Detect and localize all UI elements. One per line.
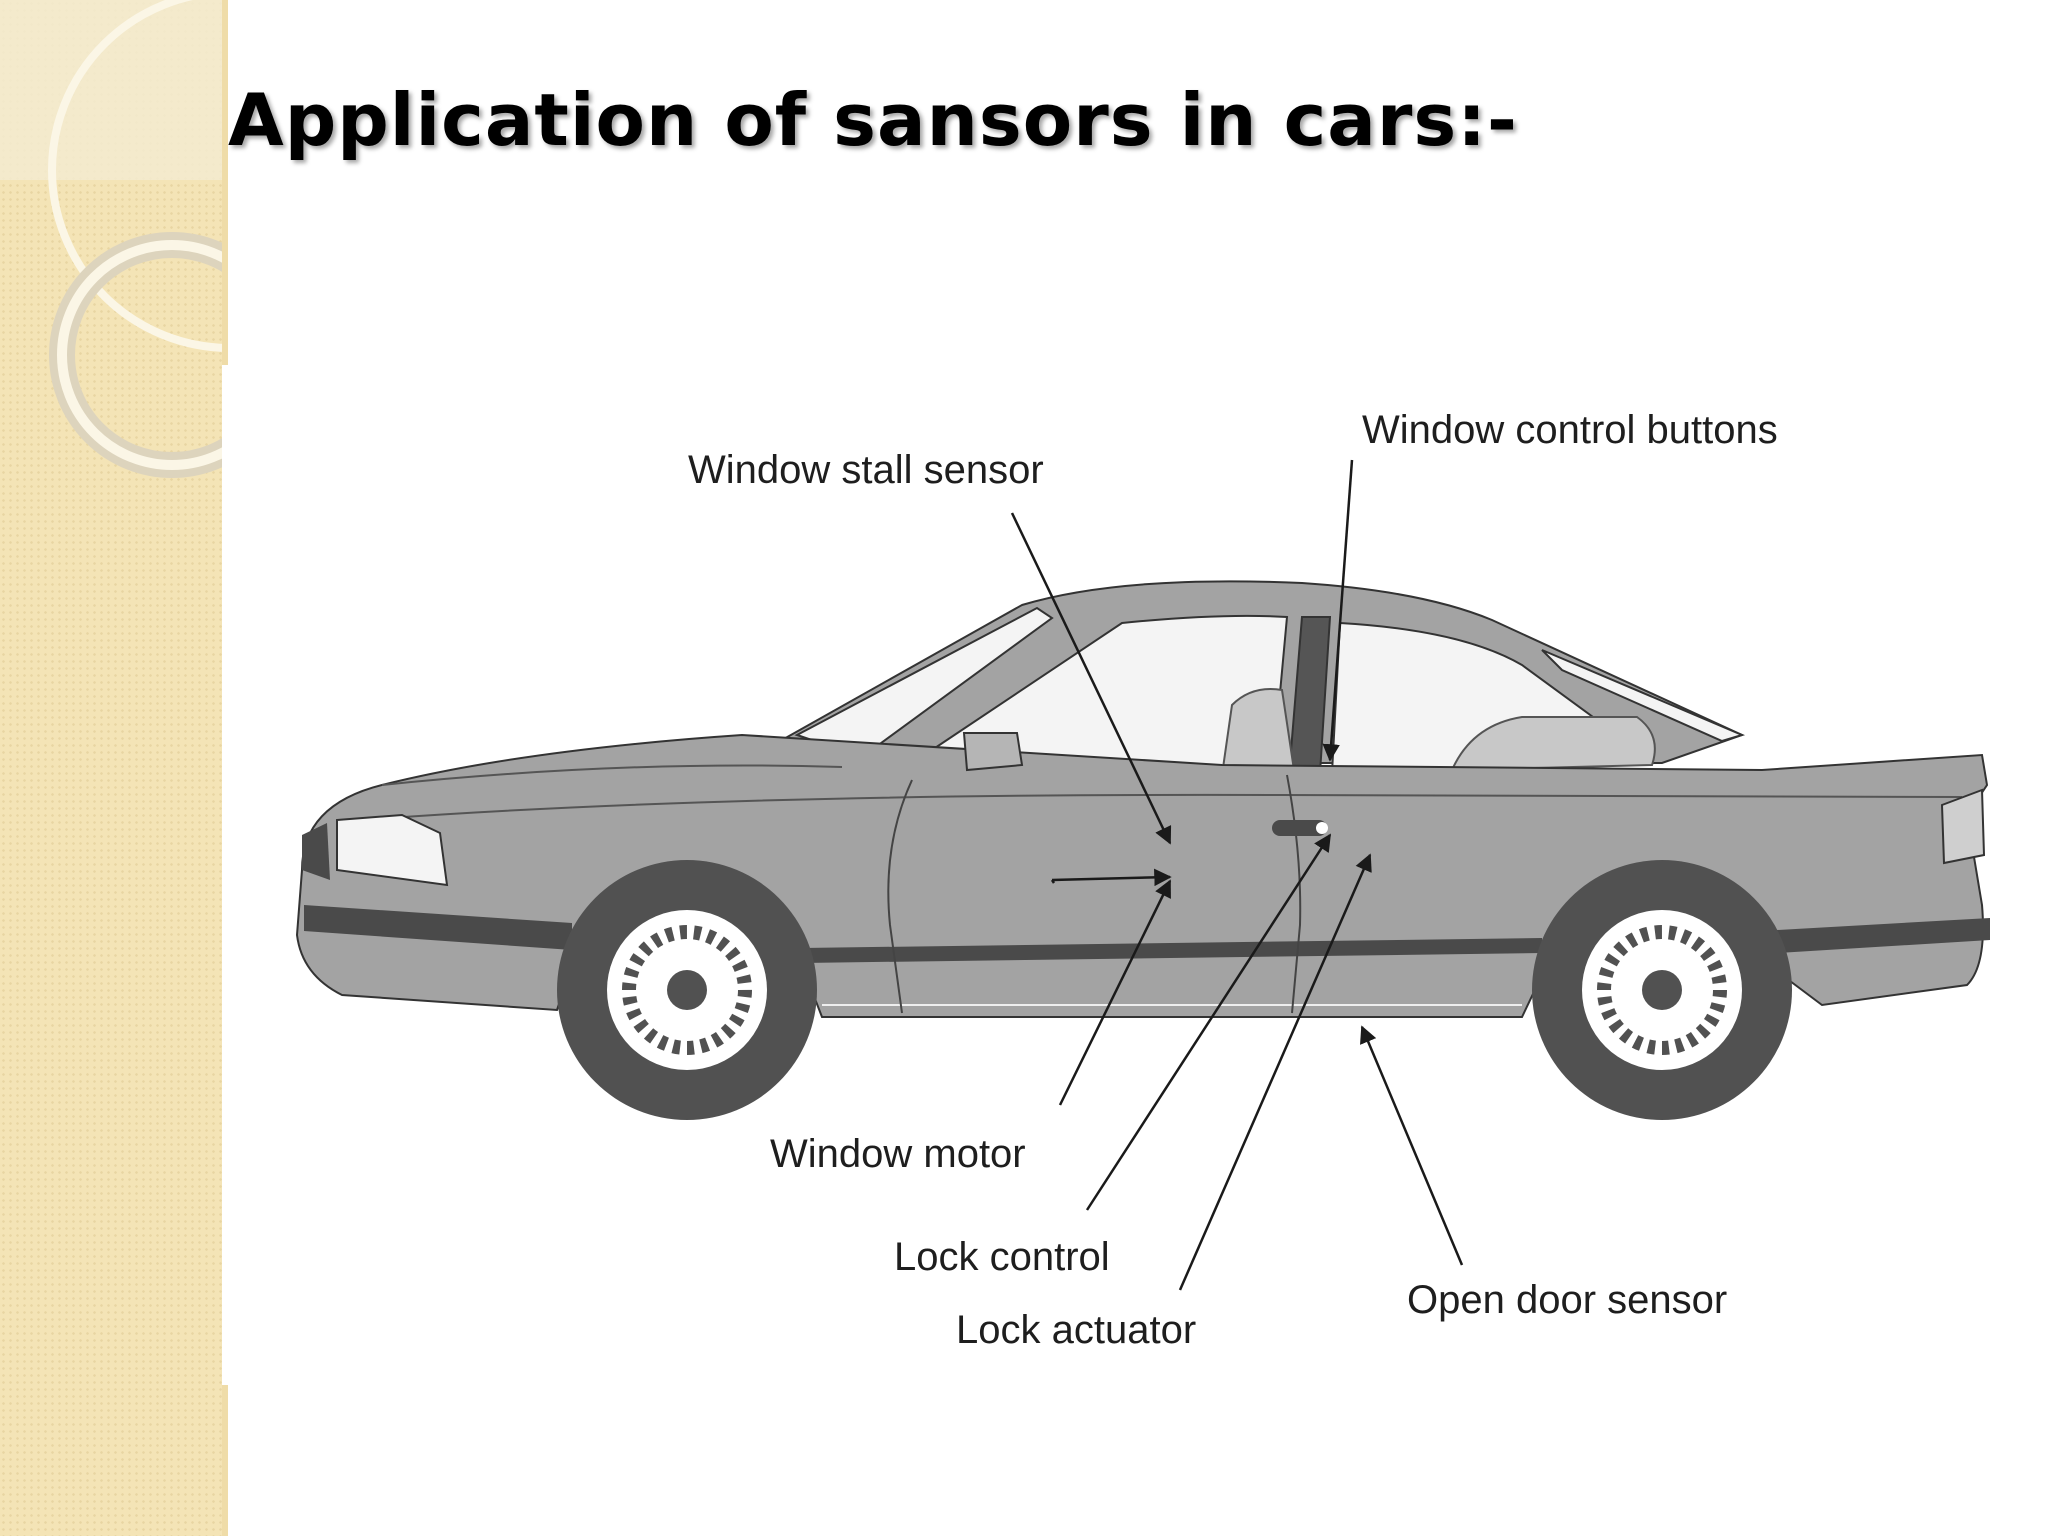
door-handle [1272, 820, 1327, 836]
pointer-window-control-buttons [1322, 459, 1354, 762]
label-window-control-buttons: Window control buttons [1362, 408, 1778, 452]
rear-bumper [1777, 918, 1990, 953]
label-window-stall-sensor: Window stall sensor [688, 448, 1044, 492]
label-lock-control: Lock control [894, 1235, 1110, 1279]
pointer-window-stall-sensor [1010, 512, 1172, 845]
pointer-window-motor-lead [1050, 879, 1056, 884]
callout-lines [1010, 459, 1464, 1291]
car-sensor-diagram: Window stall sensor Window control butto… [222, 365, 2012, 1385]
pointer-open-door-sensor [1360, 1025, 1464, 1266]
rear-wheel [1532, 860, 1792, 1120]
pointer-window-motor [1051, 868, 1172, 887]
rear-seat-silhouette [1450, 716, 1656, 772]
hood-line [381, 764, 843, 786]
pointer-lock-control [1085, 833, 1332, 1211]
label-lock-actuator: Lock actuator [956, 1308, 1196, 1352]
pointer-lock-actuator [1178, 853, 1372, 1291]
decorative-side-strip [0, 0, 228, 1536]
pointer-window-motor-main [1058, 879, 1172, 1106]
rear-quarter-glass [1541, 649, 1745, 743]
deco-large-ring [48, 0, 228, 352]
door-rear-edge [1286, 774, 1302, 1014]
label-open-door-sensor: Open door sensor [1407, 1278, 1727, 1322]
label-window-motor: Window motor [770, 1132, 1026, 1176]
side-rub-strip [802, 938, 1542, 963]
front-wheel [557, 860, 817, 1120]
headlight [336, 813, 449, 887]
shoulder-line [361, 793, 1963, 821]
side-mirror [962, 732, 1024, 772]
diagram-canvas: Window stall sensor Window control butto… [295, 408, 1990, 1352]
seat-silhouette [1220, 688, 1296, 777]
decorative-rings [0, 0, 228, 478]
front-door-outline [887, 779, 913, 1014]
deco-small-ring-inner [57, 240, 228, 470]
front-grille [302, 823, 330, 880]
slide-title: Application of sansors in cars:- [228, 78, 1518, 162]
car-illustration [295, 580, 1990, 1120]
tail-light [1940, 788, 1986, 865]
deco-light-panel [0, 0, 228, 180]
door-lock-button [1316, 822, 1328, 834]
front-bumper [304, 905, 572, 950]
